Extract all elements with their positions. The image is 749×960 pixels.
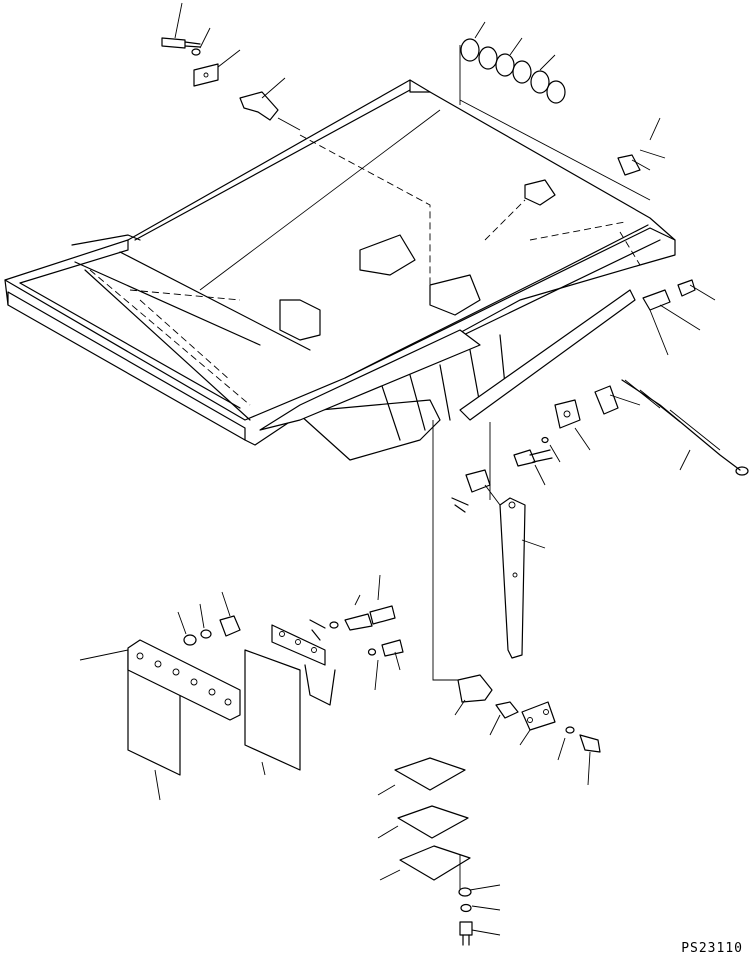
washer-top-left [192,28,210,55]
pin-lower-center [455,675,492,715]
bolt-mid-right [514,438,560,486]
pin-mid [433,420,500,680]
bracket-mid-right [555,400,590,450]
nut-washer-flap [178,592,240,645]
bolt-top-left [162,3,200,48]
mud-flap-right [245,650,300,775]
bolt-lower-center [558,727,600,785]
strap-bar [500,498,545,658]
flap-bracket-right [272,620,335,705]
shim-plate-1 [378,758,465,795]
chain-lanyard [595,380,748,475]
main-frame [5,80,675,460]
bushing-lower-center [490,702,518,735]
drawing-reference-code: PS23110 [681,941,743,956]
washer-bolt-bottom [459,855,500,945]
pin-top-right [618,118,665,175]
plate-top-left [194,50,240,86]
clevis-pin-right [643,280,715,355]
pin-top-left [240,78,300,130]
flap-clamp-bar-left [80,640,240,720]
shim-plate-3 [380,846,470,880]
washer-stack-top-right [460,22,565,105]
plate-lower-center [520,702,555,745]
shim-plate-2 [378,806,468,838]
bolts-flap-right [330,575,403,690]
